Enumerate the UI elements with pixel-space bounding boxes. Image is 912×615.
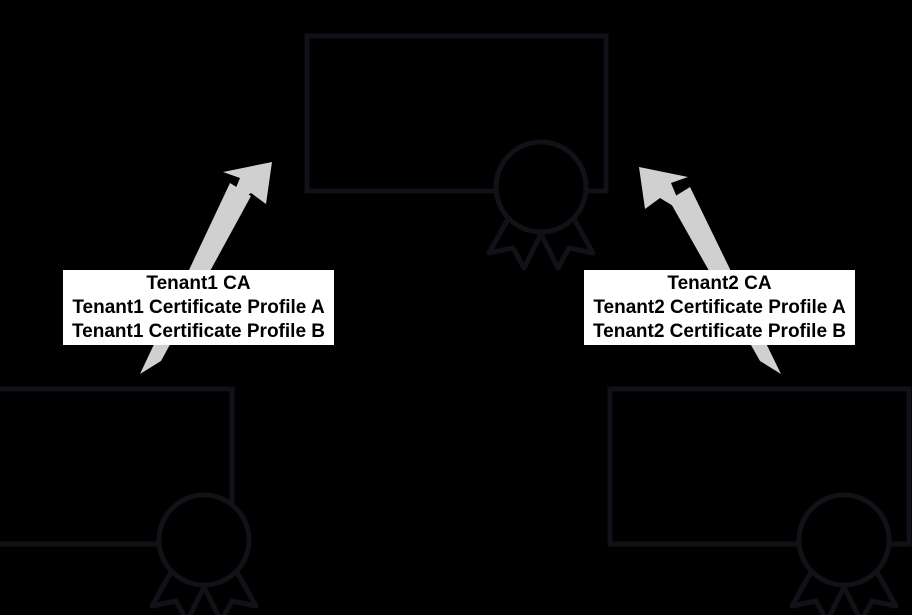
tenant2-ca-label: Tenant2 CA xyxy=(667,273,772,294)
shared-ca-certificate-icon xyxy=(304,33,609,271)
tenant1-profile-b-label: Tenant1 Certificate Profile B xyxy=(71,321,326,342)
arrow-head xyxy=(223,162,272,207)
tenant2-certificate-icon xyxy=(607,386,912,615)
seal-circle xyxy=(796,492,892,588)
tenant2-label-box: Tenant2 CA Tenant2 Certificate Profile A… xyxy=(584,270,855,345)
tenant1-certificate-icon xyxy=(0,386,259,615)
tenant2-profile-a-label: Tenant2 Certificate Profile A xyxy=(593,297,846,318)
certificate-frame xyxy=(304,33,609,194)
tenant1-profile-a-label: Tenant1 Certificate Profile A xyxy=(72,297,325,318)
seal-circle xyxy=(156,492,252,588)
arrow-head xyxy=(639,167,688,212)
tenant1-ca-label: Tenant1 CA xyxy=(146,273,251,294)
tenant1-label-box: Tenant1 CA Tenant1 Certificate Profile A… xyxy=(63,270,334,345)
tenant2-profile-b-label: Tenant2 Certificate Profile B xyxy=(592,321,847,342)
certificate-frame xyxy=(0,386,235,547)
seal-circle xyxy=(493,139,589,235)
certificate-frame xyxy=(607,386,912,547)
